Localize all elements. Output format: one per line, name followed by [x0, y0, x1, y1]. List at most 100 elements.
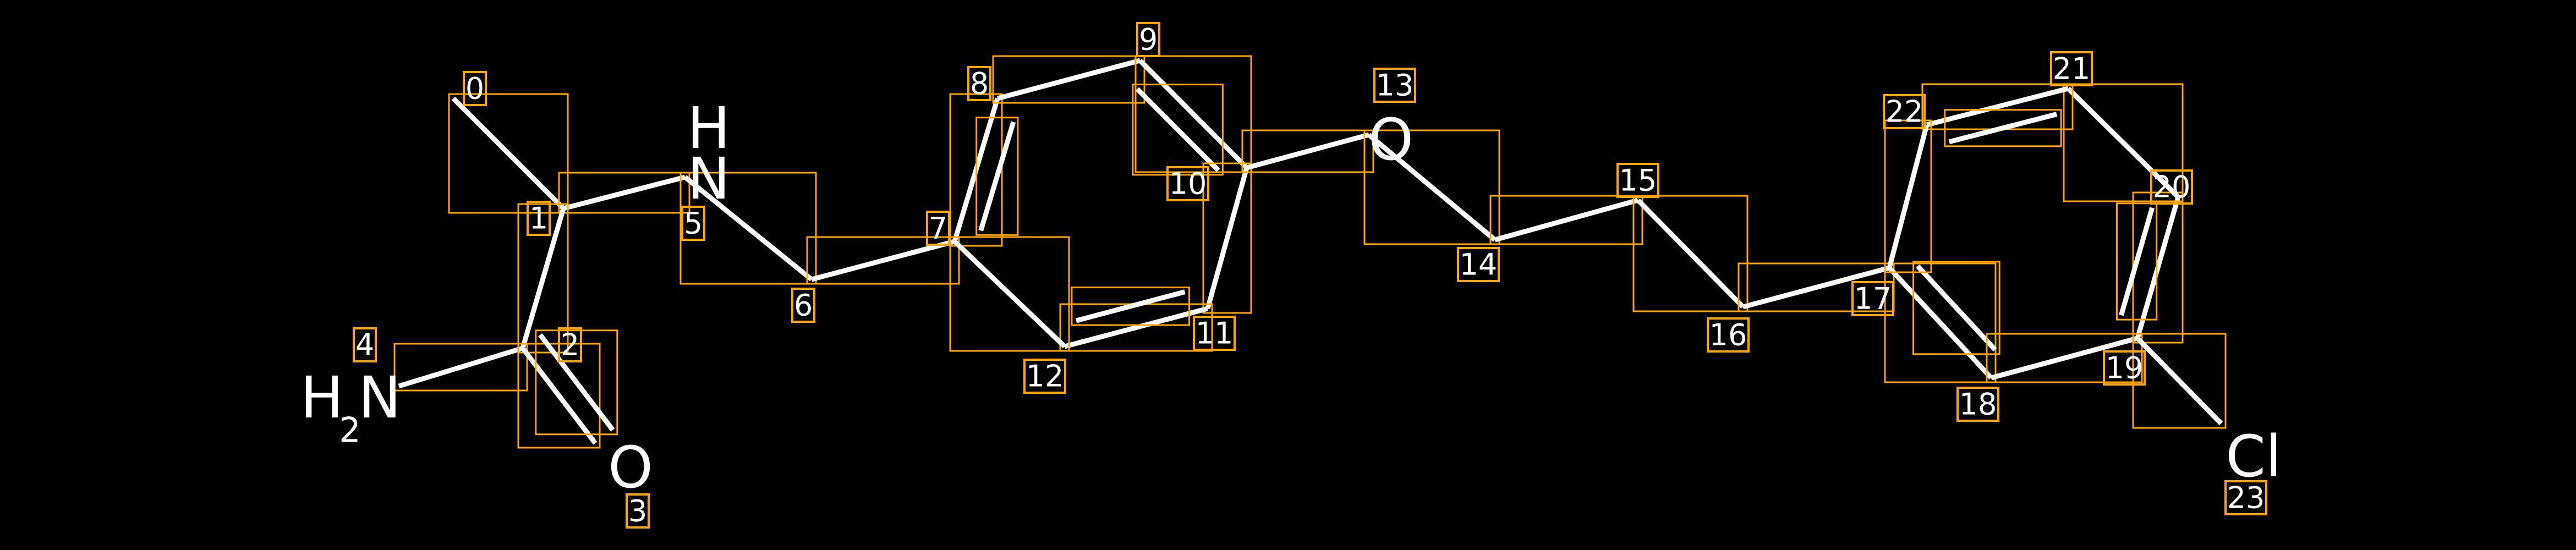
bond-1-2	[520, 207, 566, 349]
bond-12-7-box	[949, 236, 1070, 352]
atom-4-hydrogen-label: H	[300, 364, 343, 431]
bond-2-3-inner	[538, 333, 615, 432]
bond-17-18-box	[1884, 262, 1997, 383]
atom-index-7: 7	[929, 211, 947, 246]
atom-index-5: 5	[684, 206, 703, 241]
atom-index-box	[1707, 317, 1750, 353]
bond-5-6-box	[679, 172, 817, 285]
atom-5-hydrogen-label: H	[687, 95, 730, 162]
atom-index-box	[353, 327, 377, 362]
bond-1-2-box	[517, 203, 569, 354]
bond-20-21	[2066, 86, 2180, 199]
atom-index-box	[1193, 316, 1236, 351]
bond-19-20-inner	[2119, 207, 2155, 316]
atom-index-box	[1851, 281, 1894, 316]
atom-labels-layer: H N 2 O H N O Cl	[300, 95, 2282, 501]
atom-index-9: 9	[1139, 23, 1158, 57]
atom-index-16: 16	[1709, 318, 1747, 353]
bond-11-12-inner	[1075, 289, 1186, 323]
bond-2-3	[520, 346, 598, 445]
bond-9-10-inner	[1135, 87, 1220, 172]
bond-9-10-box	[1134, 55, 1252, 173]
atom-index-10: 10	[1169, 167, 1207, 201]
bond-15-16-box	[1632, 195, 1749, 312]
atom-4-nitrogen-label: N	[358, 364, 401, 431]
atom-5-nitrogen-label: N	[687, 145, 730, 212]
atom-index-box	[1166, 166, 1209, 201]
bond-6-7	[810, 239, 956, 282]
atom-index-box	[558, 327, 582, 362]
atom-index-box	[1616, 163, 1659, 198]
atom-index-box	[1136, 22, 1160, 57]
atom-index-2: 2	[561, 328, 579, 362]
atom-index-4: 4	[355, 328, 374, 362]
bond-14-15	[1494, 197, 1639, 243]
atom-index-0: 0	[465, 72, 484, 106]
atom-index-box	[926, 211, 950, 246]
bond-11-12	[1064, 306, 1209, 349]
atom-index-20: 20	[2153, 170, 2191, 205]
bond-7-8-inner	[978, 121, 1016, 232]
bond-15-16	[1636, 198, 1745, 309]
atom-index-18: 18	[1959, 387, 1997, 422]
bond-10-11-box	[1202, 162, 1252, 314]
bond-10-13	[1246, 132, 1370, 170]
bond-8-9	[996, 58, 1141, 101]
bond-20-21-box	[2063, 83, 2184, 202]
bond-22-17	[1887, 124, 1930, 269]
atom-3-oxygen-label: O	[608, 434, 653, 501]
atom-index-box	[681, 206, 705, 241]
atom-index-11: 11	[1196, 316, 1234, 351]
bond-2-4	[398, 345, 524, 389]
bond-21-22-inner	[1948, 112, 2058, 145]
atom-4-subscript: 2	[339, 410, 360, 450]
bond-19-23	[2135, 336, 2223, 426]
atom-index-8: 8	[970, 67, 989, 101]
bond-18-19-box	[1986, 333, 2143, 383]
bond-21-22	[1926, 86, 2069, 128]
bond-12-7	[952, 239, 1067, 349]
bond-16-17	[1742, 265, 1890, 310]
bond-21-22-inner-box	[1944, 109, 2062, 147]
atom-index-box	[791, 288, 815, 323]
bond-8-9-box	[992, 55, 1146, 104]
atom-index-21: 21	[2053, 52, 2091, 86]
atom-index-box	[1023, 359, 1066, 394]
bond-1-5-box	[558, 172, 690, 214]
bond-19-20-inner-box	[2115, 202, 2158, 321]
atom-index-box	[967, 66, 991, 101]
atom-index-box	[2150, 169, 2193, 205]
bond-10-13-box	[1241, 129, 1374, 173]
atom-index-box	[2224, 480, 2267, 515]
atom-23-chlorine-label: Cl	[2226, 423, 2282, 490]
atom-index-19: 19	[2106, 351, 2144, 386]
bond-10-11	[1205, 167, 1249, 310]
bond-17-18	[1887, 266, 1993, 380]
bond-0-1	[451, 96, 566, 211]
atom-index-box	[626, 493, 650, 529]
atom-index-box	[1457, 247, 1500, 282]
bond-13-14-box	[1363, 129, 1500, 245]
atom-index-box	[463, 71, 487, 106]
bond-7-8-inner-box	[975, 117, 1019, 236]
atom-index-15: 15	[1619, 163, 1657, 198]
bond-13-14	[1367, 133, 1497, 242]
atom-index-3: 3	[628, 494, 647, 529]
bond-2-4-box	[393, 343, 528, 392]
atom-index-23: 23	[2227, 481, 2265, 515]
bond-14-15-box	[1489, 195, 1643, 245]
bond-19-20	[2135, 196, 2181, 339]
bond-17-18-inner-box	[1912, 261, 2000, 355]
bond-2-3-inner-box	[535, 329, 618, 436]
bonds-layer	[393, 55, 2227, 449]
atom-index-14: 14	[1460, 248, 1498, 282]
atom-index-box	[1956, 387, 1999, 422]
atom-index-22: 22	[1886, 95, 1923, 129]
atom-index-box	[527, 201, 551, 236]
bond-11-12-inner-box	[1071, 287, 1191, 326]
bond-17-18-inner	[1916, 264, 1997, 351]
atom-index-box	[2050, 51, 2093, 86]
bond-6-7-box	[806, 236, 960, 285]
